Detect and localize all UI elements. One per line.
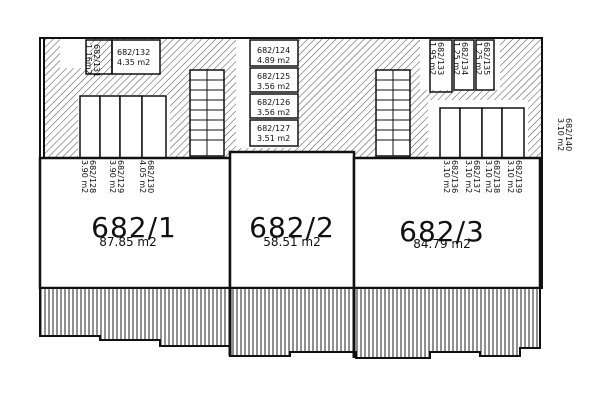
cell-136-id: 682/136 [450,160,459,194]
cell-127-id: 682/127 [256,124,292,133]
cell-130-id: 682/130 [146,160,155,194]
cell-129-area: 3.90 m2 [108,160,117,194]
cell-135-id: 682/135 [482,42,491,76]
cell-124-area: 4.89 m2 [256,56,292,65]
cell-125-area: 3.56 m2 [256,82,292,91]
cell-132-area: 4.35 m2 [116,58,152,67]
cell-139-id: 682/139 [514,160,523,194]
cell-127-area: 3.51 m2 [256,134,292,143]
cell-124-id: 682/124 [256,46,292,55]
cell-138-area: 3.10 m2 [484,160,493,194]
stair-right [375,69,411,157]
cell-132-id: 682/132 [116,48,152,57]
cell-126-area: 3.56 m2 [256,108,292,117]
cell-140-area: 3.10 m2 [556,118,565,152]
unit-2-area: 58.51 m2 [263,235,321,249]
cell-129-id: 682/129 [116,160,125,194]
cell-134-id: 682/134 [460,42,469,76]
cell-126-id: 682/126 [256,98,292,107]
cell-125-id: 682/125 [256,72,292,81]
cell-133-id: 682/133 [436,42,445,76]
cell-128-area: 3.90 m2 [80,160,89,194]
cell-137-id: 682/137 [472,160,481,194]
cell-137-area: 3.10 m2 [464,160,473,194]
cell-135-area: 1.25 m2 [474,42,483,76]
cell-131-area: 1.16m2 [84,44,93,75]
unit-1-area: 87.85 m2 [99,235,157,249]
left-storage-cells [79,95,167,159]
cell-139-area: 3.10 m2 [506,160,515,194]
unit-2-id: 682/2 [249,211,335,244]
cell-138-id: 682/138 [492,160,501,194]
cell-133-area: 1.95 m2 [428,42,437,76]
unit-3-id: 682/3 [399,215,485,248]
units [38,150,542,290]
cell-134-area: 1.25 m2 [452,42,461,76]
cell-140-id: 682/140 [564,118,573,152]
unit-3-area: 84.79 m2 [413,237,471,251]
top-cells [85,39,495,147]
cell-128-id: 682/128 [88,160,97,194]
unit-1-id: 682/1 [91,211,177,244]
bottom-striped-band [39,287,541,359]
cell-131-id: 682/131 [92,44,101,78]
stair-left [189,69,225,157]
cell-130-area: 4.05 m2 [138,160,147,194]
cell-136-area: 3.10 m2 [442,160,451,194]
right-storage-cells [439,107,525,159]
